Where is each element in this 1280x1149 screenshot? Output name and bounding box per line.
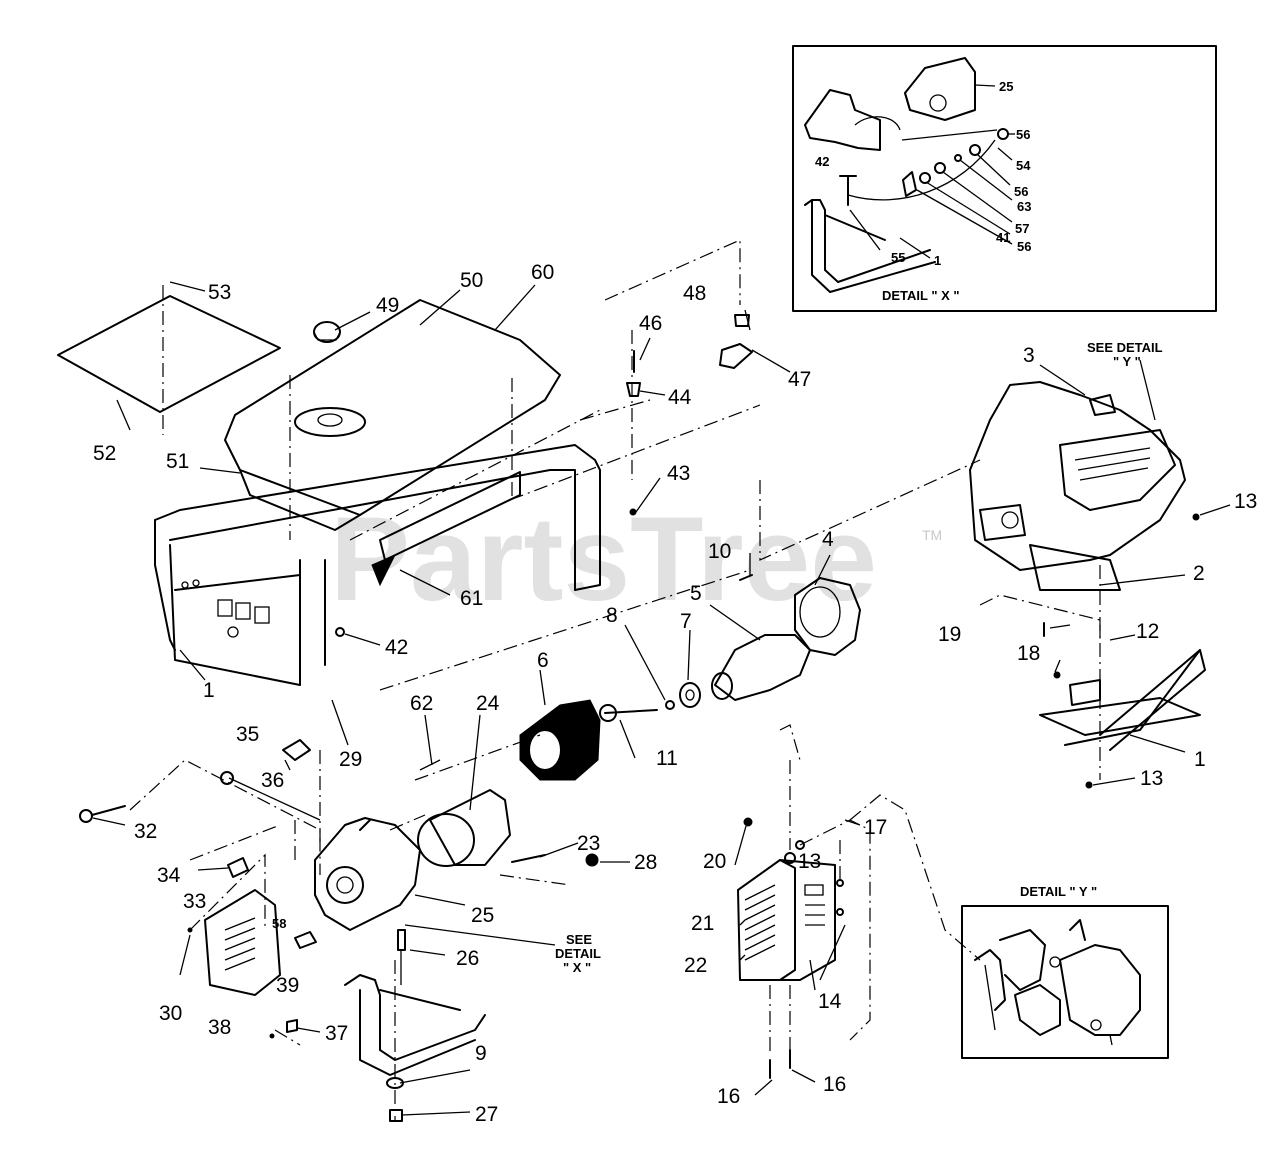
alternator-assembly <box>379 553 861 886</box>
callout-label: 44 <box>668 386 692 409</box>
callout-label: 51 <box>166 450 189 473</box>
callout-label: 1 <box>934 253 941 268</box>
see-detail-x-line1: SEE <box>566 932 592 947</box>
engine-assembly <box>969 359 1231 789</box>
callout-label: 34 <box>157 864 181 887</box>
callout-label: 11 <box>656 747 678 770</box>
callout-label: 58 <box>272 916 286 931</box>
callout-label: 17 <box>864 816 887 839</box>
callout-label: 6 <box>537 649 549 672</box>
callout-label: 14 <box>818 990 842 1013</box>
see-detail-y-line2: " Y " <box>1113 354 1141 369</box>
detail-x-caption: DETAIL " X " <box>882 288 960 303</box>
callout-label: 3 <box>1023 344 1035 367</box>
callout-label: 16 <box>823 1073 846 1096</box>
callout-label: 25 <box>471 904 494 927</box>
callout-label: 56 <box>1016 127 1030 142</box>
watermark-tm: TM <box>922 527 942 543</box>
callout-label: 13 <box>798 850 821 873</box>
callout-label: 27 <box>475 1103 498 1126</box>
callout-label: 43 <box>667 462 690 485</box>
detail-y-panel <box>961 905 1169 1059</box>
callout-label: 18 <box>1017 642 1040 665</box>
callout-label: 25 <box>999 79 1013 94</box>
panel-52 <box>57 295 281 413</box>
callout-label: 48 <box>683 282 706 305</box>
watermark: PartsTree <box>330 492 877 626</box>
callout-label: 30 <box>159 1002 182 1025</box>
callout-label: 57 <box>1015 221 1029 236</box>
callout-label: 54 <box>1016 158 1031 173</box>
callout-label: 5 <box>690 582 702 605</box>
callout-label: 56 <box>1017 239 1031 254</box>
see-detail-x-line2: DETAIL <box>555 946 601 961</box>
callout-label: 1 <box>1194 748 1206 771</box>
callout-label: 13 <box>1234 490 1257 513</box>
callout-label: 24 <box>476 692 500 715</box>
callout-label: 46 <box>639 312 662 335</box>
callout-label: 1 <box>203 679 215 702</box>
callout-label: 56 <box>1014 184 1028 199</box>
callout-label: 2 <box>1193 562 1205 585</box>
callout-label: 32 <box>134 820 157 843</box>
callout-label: 22 <box>684 954 707 977</box>
callout-label: 28 <box>634 851 657 874</box>
callout-label: 12 <box>1136 620 1159 643</box>
callout-label: 10 <box>708 540 731 563</box>
callout-label: 41 <box>996 230 1010 245</box>
callout-label: 8 <box>606 604 618 627</box>
callout-label: 20 <box>703 850 726 873</box>
callout-label: 7 <box>680 610 692 633</box>
callout-label: 13 <box>1140 767 1163 790</box>
callout-label: 42 <box>815 154 829 169</box>
callout-label: 26 <box>456 947 479 970</box>
callout-label: 61 <box>460 587 483 610</box>
callout-label: 50 <box>460 269 483 292</box>
callout-label: 62 <box>410 692 433 715</box>
callout-label: 60 <box>531 261 554 284</box>
callout-label: 9 <box>475 1042 487 1065</box>
callout-label: 23 <box>577 832 600 855</box>
callout-label: 29 <box>339 748 362 771</box>
fuel-tank-assembly <box>57 239 981 686</box>
callout-label: 49 <box>376 294 399 317</box>
callout-label: 47 <box>788 368 811 391</box>
callout-label: 21 <box>691 912 714 935</box>
detail-x-panel <box>792 45 1217 312</box>
callout-label: 39 <box>276 974 299 997</box>
callout-label: 42 <box>385 636 408 659</box>
callout-label: 33 <box>183 890 206 913</box>
rear-housing-assembly <box>79 699 556 1122</box>
callout-label: 37 <box>325 1022 348 1045</box>
callout-label: 63 <box>1017 199 1031 214</box>
control-box-assembly <box>734 724 981 1096</box>
callout-label: 36 <box>261 769 284 792</box>
callout-label: 4 <box>822 528 834 551</box>
detail-y-caption: DETAIL " Y " <box>1020 884 1097 899</box>
see-detail-x-line3: " X " <box>563 960 591 975</box>
callout-label: 52 <box>93 442 116 465</box>
callout-label: 55 <box>891 250 905 265</box>
callout-label: 53 <box>208 281 231 304</box>
callout-label: 38 <box>208 1016 231 1039</box>
callout-label: 35 <box>236 723 259 746</box>
callout-label: 16 <box>717 1085 740 1108</box>
callout-label: 19 <box>938 623 961 646</box>
see-detail-y-line1: SEE DETAIL <box>1087 340 1163 355</box>
